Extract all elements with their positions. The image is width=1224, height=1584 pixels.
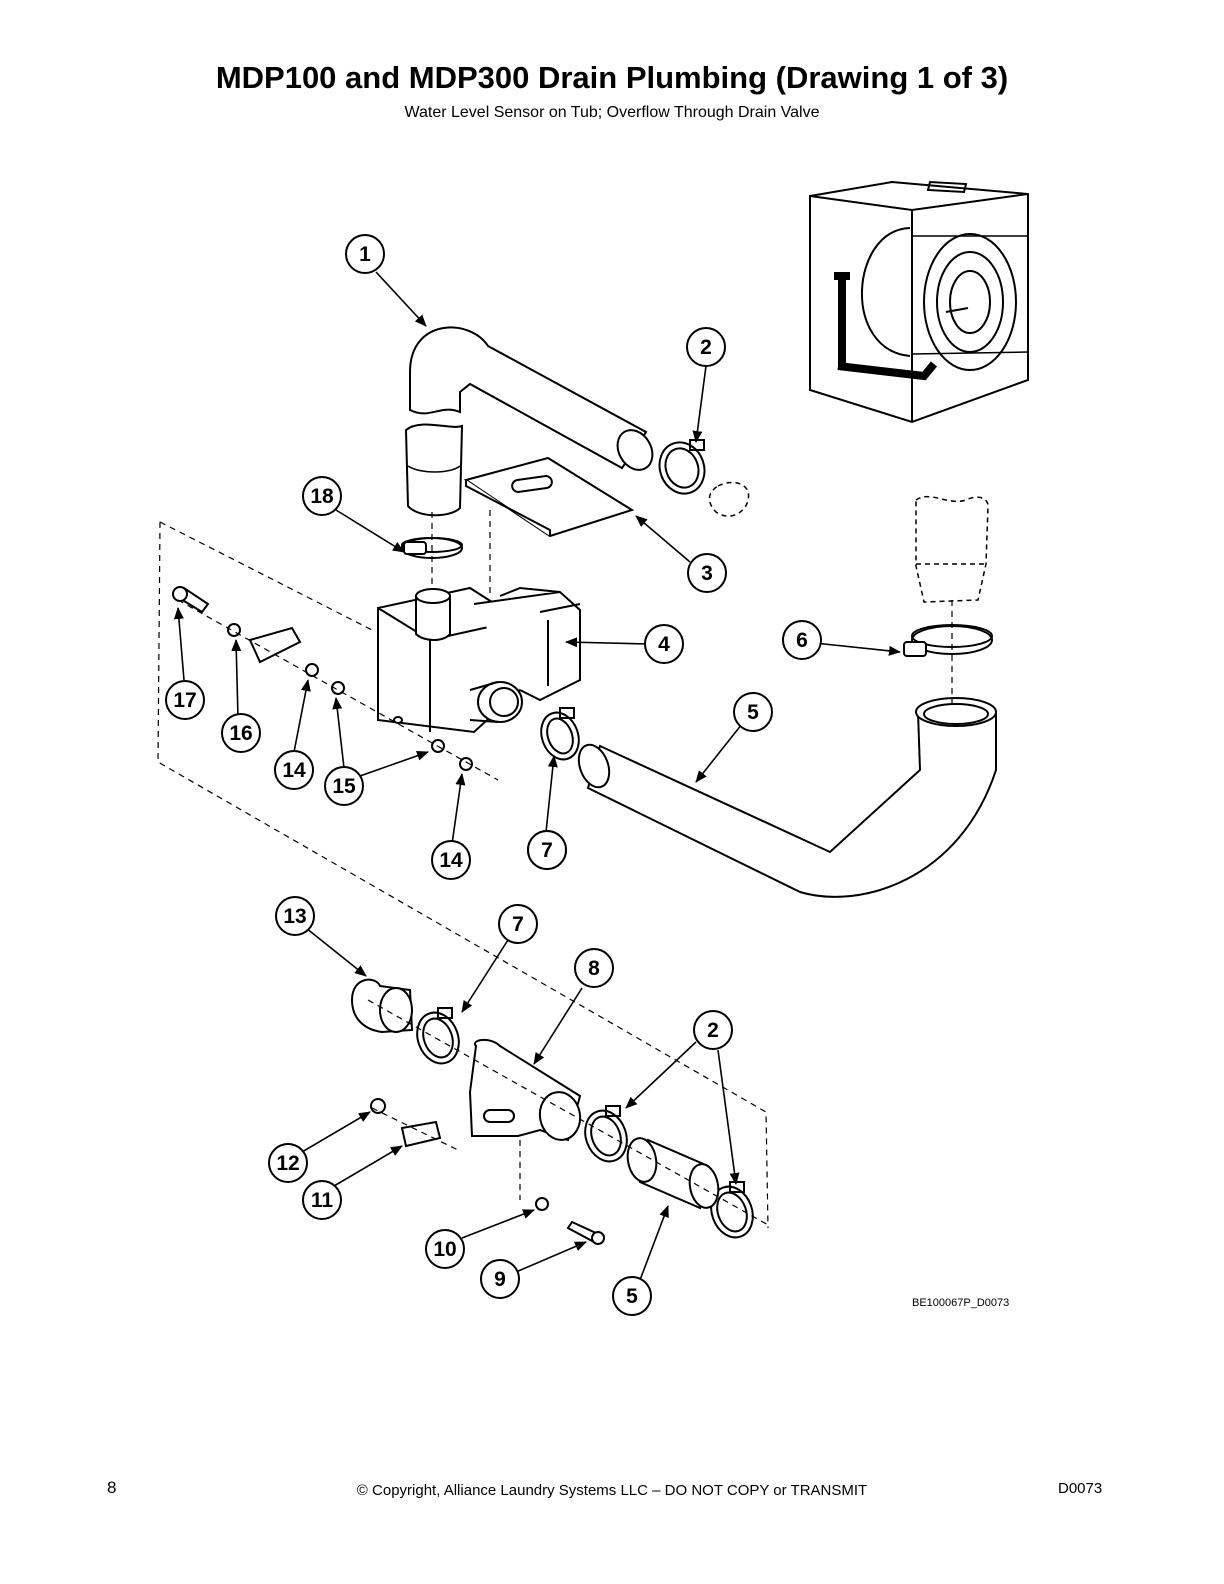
callout-circle-7 — [527, 830, 567, 870]
callout-circle-8 — [574, 948, 614, 988]
copyright-notice: © Copyright, Alliance Laundry Systems LL… — [356, 1482, 868, 1499]
callout-circle-1 — [345, 234, 385, 274]
callout-group: 123456718171614151471378212111095 — [165, 234, 822, 1316]
callout-number-14: 14 — [282, 759, 306, 782]
assembly-guide-lines — [157, 510, 953, 1229]
callout-number-1: 1 — [359, 243, 371, 266]
page-title: MDP100 and MDP300 Drain Plumbing (Drawin… — [215, 60, 1009, 95]
callout-circle-7 — [498, 904, 538, 944]
callout-circle-14 — [431, 840, 471, 880]
part-6-hose-clamp — [903, 624, 993, 657]
callout-circle-11 — [302, 1180, 342, 1220]
callout-number-4: 4 — [658, 633, 670, 656]
part-1-drain-hose — [404, 326, 654, 517]
callout-number-5: 5 — [747, 701, 759, 724]
part-8-tee-fitting — [468, 1039, 582, 1142]
part-7-hose-clamp — [416, 707, 580, 1065]
part-4-drain-valve — [377, 586, 581, 734]
callout-circle-5 — [733, 692, 773, 732]
callout-number-7: 7 — [512, 913, 524, 936]
callout-circle-14 — [274, 750, 314, 790]
callout-number-9: 9 — [494, 1268, 506, 1291]
callout-circle-17 — [165, 680, 205, 720]
part-5-drain-hose — [577, 697, 997, 898]
callout-number-6: 6 — [796, 629, 808, 652]
page-subtitle: Water Level Sensor on Tub; Overflow Thro… — [404, 104, 820, 121]
leader-lines — [173, 271, 901, 1281]
callout-number-11: 11 — [311, 1189, 334, 1212]
callout-circle-18 — [302, 476, 342, 516]
part-5-short-hose — [626, 1137, 720, 1210]
document-code: D0073 — [1058, 1480, 1103, 1497]
mounting-hardware — [172, 586, 473, 771]
lower-hardware — [370, 1098, 605, 1245]
callout-circle-2 — [686, 327, 726, 367]
callout-number-5: 5 — [626, 1285, 638, 1308]
callout-circle-5 — [612, 1276, 652, 1316]
callout-number-12: 12 — [276, 1152, 299, 1175]
part-2-hose-clamp — [658, 439, 706, 495]
callout-number-10: 10 — [433, 1238, 456, 1261]
callout-number-3: 3 — [701, 562, 713, 585]
callout-number-2: 2 — [707, 1019, 719, 1042]
callout-number-16: 16 — [229, 722, 252, 745]
callout-circle-13 — [275, 896, 315, 936]
callout-number-2: 2 — [700, 336, 712, 359]
part-3-cover-plate — [463, 456, 635, 538]
callout-circle-10 — [425, 1229, 465, 1269]
callout-number-7: 7 — [541, 839, 553, 862]
machine-thumbnail — [809, 180, 1029, 424]
callout-number-14: 14 — [439, 849, 463, 872]
part-2-hose-clamp-lower — [584, 1105, 754, 1239]
page-number: 8 — [107, 1478, 117, 1497]
callout-circle-2 — [693, 1010, 733, 1050]
callout-circle-6 — [782, 620, 822, 660]
callout-number-18: 18 — [310, 485, 334, 508]
callout-number-17: 17 — [173, 689, 196, 712]
callout-number-15: 15 — [332, 775, 356, 798]
callout-number-13: 13 — [283, 905, 306, 928]
drawing-code: BE100067P_D0073 — [912, 1297, 1010, 1309]
part-13-sleeve — [350, 978, 414, 1034]
callout-circle-3 — [687, 553, 727, 593]
callout-circle-15 — [324, 766, 364, 806]
callout-circle-4 — [644, 624, 684, 664]
callout-circle-12 — [268, 1143, 308, 1183]
callout-circle-16 — [221, 713, 261, 753]
callout-number-8: 8 — [588, 957, 600, 980]
callout-circle-9 — [480, 1259, 520, 1299]
